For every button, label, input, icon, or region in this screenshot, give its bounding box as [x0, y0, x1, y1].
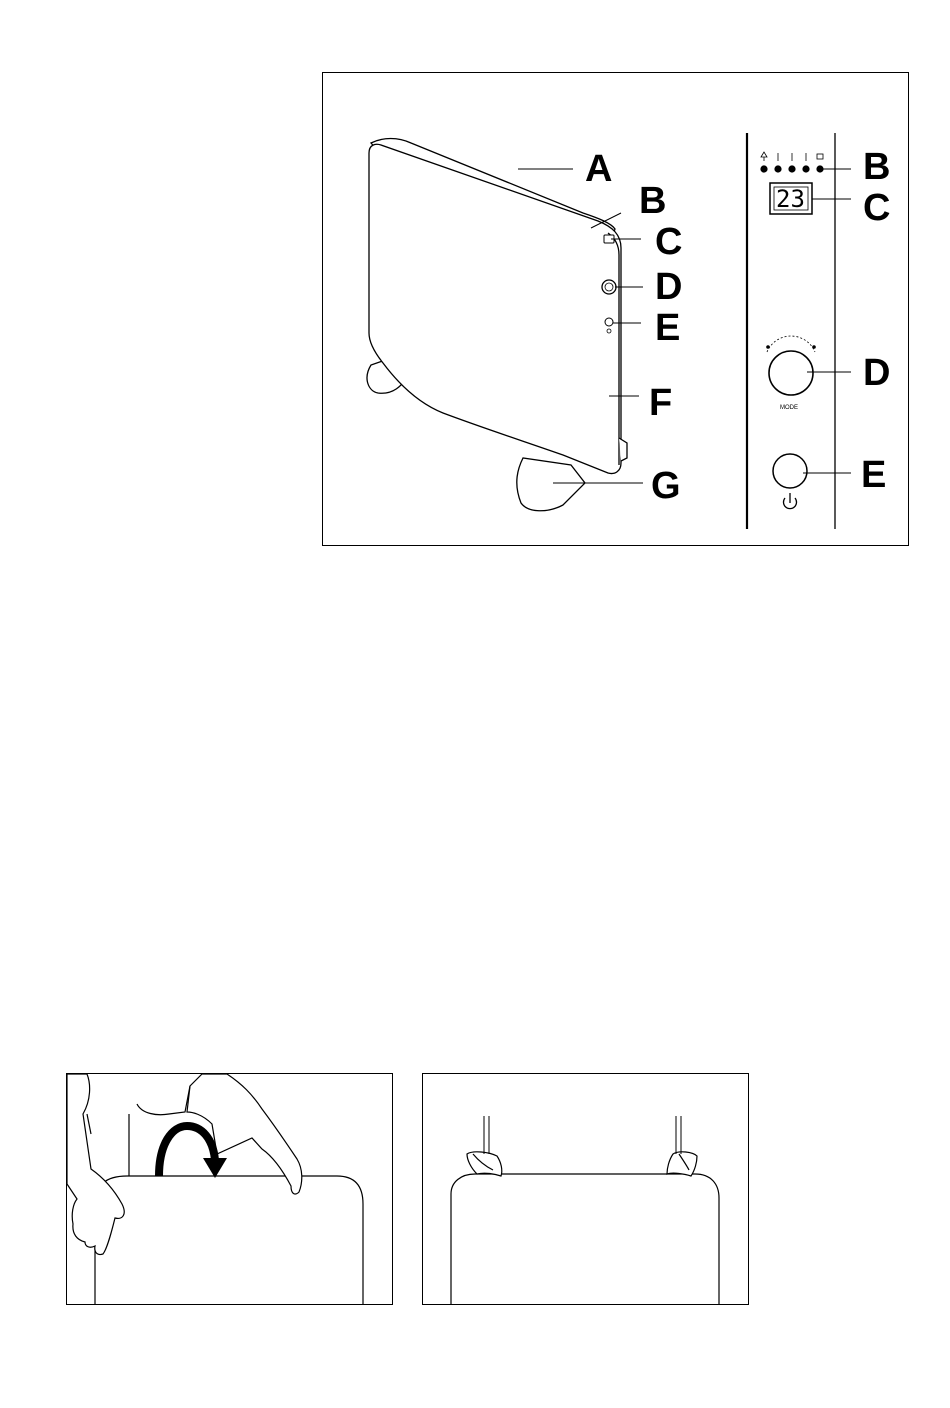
feet-attached-illustration: [422, 1073, 749, 1305]
label-d-left: D: [655, 266, 682, 308]
power-icon: [784, 493, 797, 509]
feet-drawing: [423, 1074, 749, 1305]
mode-knob: [769, 351, 813, 395]
label-f: F: [649, 382, 672, 424]
label-a: A: [585, 148, 612, 190]
power-button: [773, 454, 807, 488]
display-value: 23: [776, 185, 805, 213]
label-b-right: B: [863, 146, 890, 188]
heater-parts-illustration: A B C D E F G B: [323, 73, 909, 546]
knob-text: MODE: [780, 405, 798, 411]
label-c-right: C: [863, 187, 890, 229]
label-e-right: E: [861, 454, 886, 496]
hands-rotate-drawing: [67, 1074, 393, 1305]
label-c-left: C: [655, 221, 682, 263]
label-g: G: [651, 465, 681, 507]
heater-body: [367, 139, 627, 511]
control-panel-closeup: B 23 C MODE D E: [747, 133, 890, 529]
indicator-leds: [761, 152, 823, 172]
label-e-left: E: [655, 307, 680, 349]
label-b-left: B: [639, 180, 666, 222]
label-d-right: D: [863, 352, 890, 394]
heater-parts-diagram: A B C D E F G B: [322, 72, 909, 546]
rotate-heater-illustration: [66, 1073, 393, 1305]
